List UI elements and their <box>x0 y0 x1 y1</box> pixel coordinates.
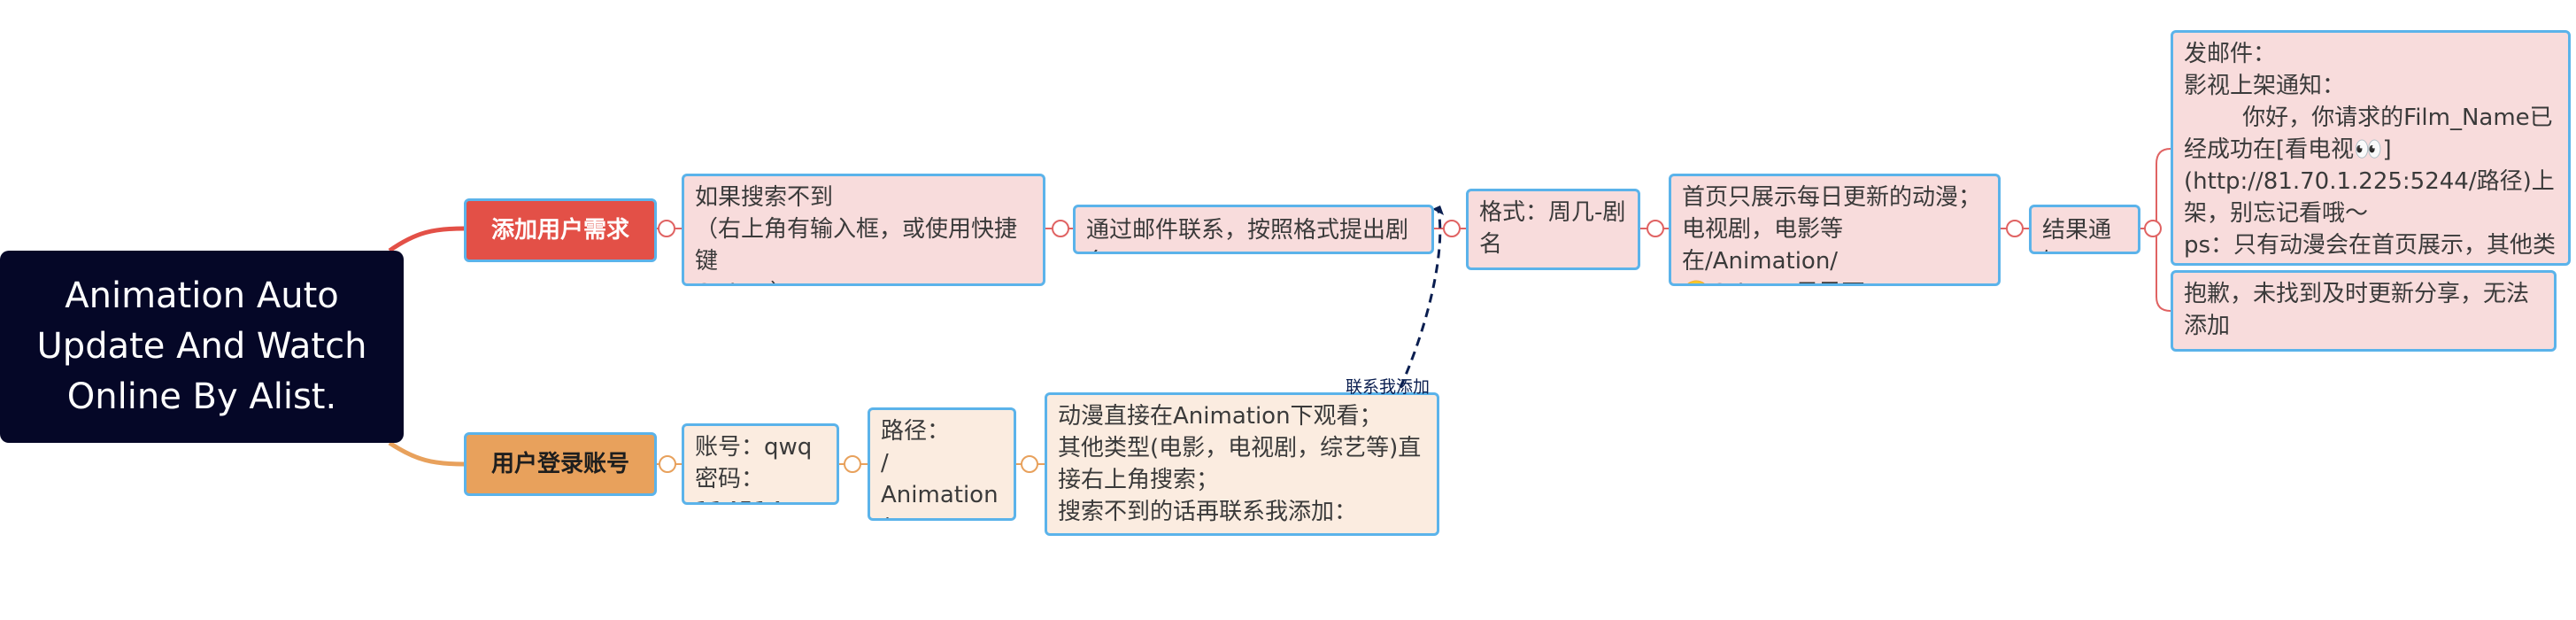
login-credentials[interactable]: 账号：qwq 密码：114514 <box>682 423 839 505</box>
outcome-sorry[interactable]: 抱歉，未找到及时更新分享，无法添加 <box>2171 270 2557 352</box>
root-to-login-connector <box>388 440 465 467</box>
root-to-request-connector <box>388 226 465 253</box>
step-format[interactable]: 格式：周几-剧 名 <box>1466 189 1640 270</box>
branch-user-login[interactable]: 用户登录账号 <box>464 432 657 496</box>
login-instructions[interactable]: 动漫直接在Animation下观看； 其他类型(电影，电视剧，综艺等)直接右上角… <box>1045 392 1439 536</box>
step-result-notify[interactable]: 结果通知 <box>2029 205 2140 254</box>
step-email-contact[interactable]: 通过邮件联系，按照格式提出剧名 <box>1073 205 1434 254</box>
step-search-not-found[interactable]: 如果搜索不到 （右上角有输入框，或使用快捷键 Ctrl+K） <box>682 174 1045 286</box>
step-homepage-note[interactable]: 首页只展示每日更新的动漫； 电视剧，电影等在/Animation/ 🤪Other… <box>1669 174 2001 286</box>
relationship-label: 联系我添加 <box>1346 377 1431 397</box>
branch-add-user-request[interactable]: 添加用户需求 <box>464 198 657 262</box>
request-chain-collapse-dots[interactable] <box>658 220 2162 237</box>
relationship-arrowhead <box>1432 205 1444 215</box>
login-path[interactable]: 路径： / Animation / <box>868 407 1016 521</box>
outcome-email-success[interactable]: 发邮件： 影视上架通知： 你好，你请求的Film_Name已经成功在[看电视👀]… <box>2171 30 2571 266</box>
root-topic[interactable]: Animation Auto Update And Watch Online B… <box>0 251 404 443</box>
login-chain-collapse-dots[interactable] <box>659 455 1038 473</box>
